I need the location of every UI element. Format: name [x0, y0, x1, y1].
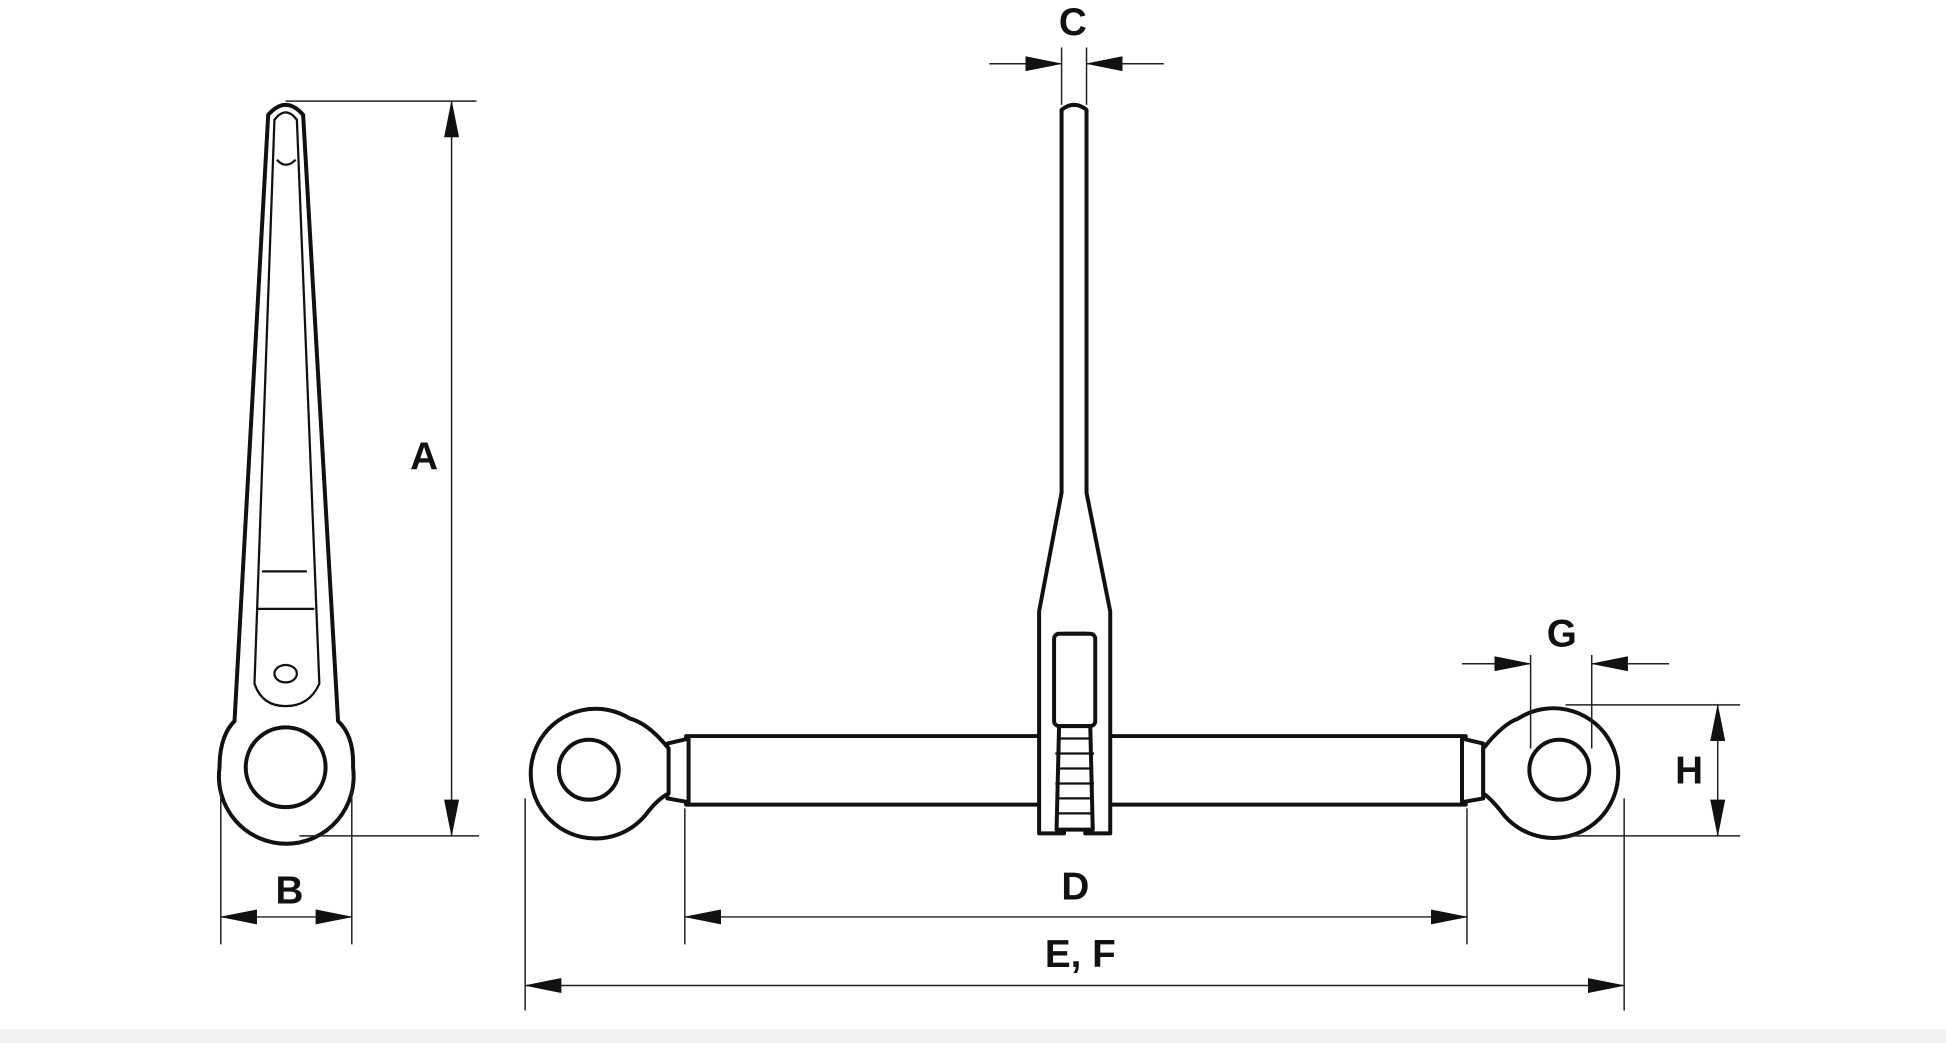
- ratchet-window: [1052, 631, 1098, 729]
- dimension-label-h: H: [1675, 750, 1703, 793]
- dimension-label-b: B: [275, 869, 303, 912]
- ratchet-gear: [1054, 724, 1095, 832]
- pin-hole: [273, 663, 299, 684]
- dimension-label-c: C: [1059, 1, 1087, 44]
- side-view-handle: [216, 102, 356, 846]
- dimension-lines: [219, 47, 1741, 1011]
- dimension-label-ef: E, F: [1045, 933, 1116, 976]
- dimension-label-d: D: [1061, 866, 1089, 909]
- right-eye-hole: [1527, 737, 1592, 802]
- dimension-label-g: G: [1547, 612, 1577, 655]
- handle-eye-hole: [243, 725, 328, 810]
- dimension-label-a: A: [410, 435, 438, 478]
- right-thread: [1459, 736, 1486, 805]
- bottom-strip: [0, 1029, 1946, 1043]
- left-eye-hole: [556, 737, 621, 802]
- front-view-binder: [528, 102, 1621, 841]
